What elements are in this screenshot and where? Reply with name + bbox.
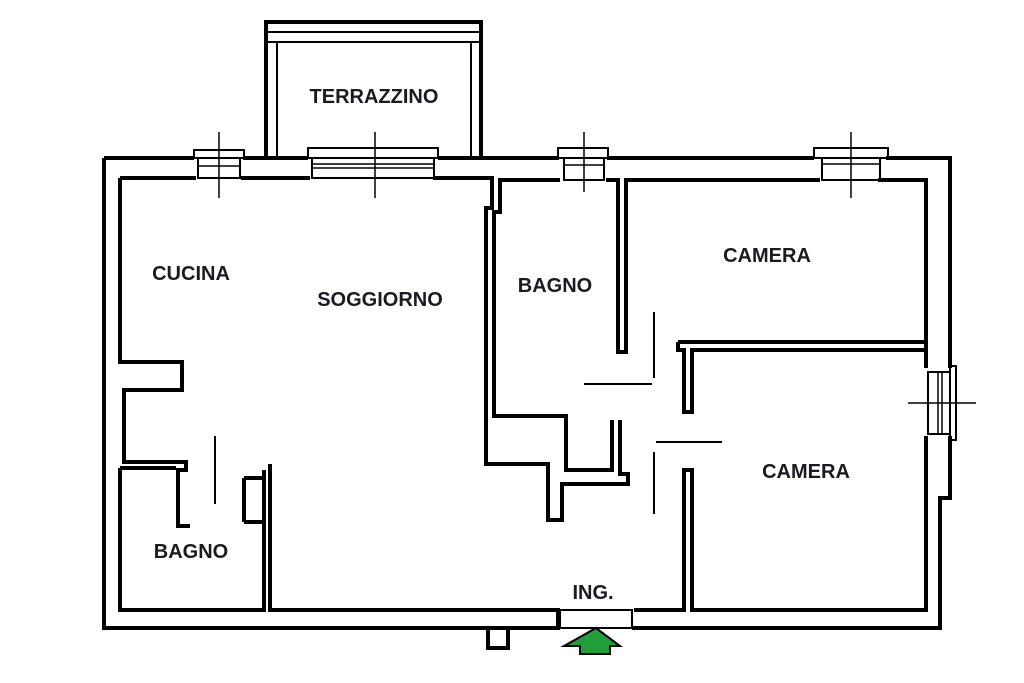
room-label-soggiorno: SOGGIORNO [317, 289, 443, 311]
room-label-camera-bottom: CAMERA [762, 461, 850, 483]
door-swings [214, 312, 722, 514]
entrance-arrow-icon [560, 626, 623, 655]
outer-walls [102, 156, 952, 650]
room-label-cucina: CUCINA [152, 263, 230, 285]
room-label-ingresso: ING. [572, 582, 613, 604]
terrace [264, 20, 483, 156]
room-label-camera-top: CAMERA [723, 245, 811, 267]
room-label-bagno-bottom: BAGNO [154, 541, 228, 563]
windows [193, 132, 976, 629]
room-label-terrazzino: TERRAZZINO [310, 86, 439, 108]
room-label-bagno-top: BAGNO [518, 275, 592, 297]
